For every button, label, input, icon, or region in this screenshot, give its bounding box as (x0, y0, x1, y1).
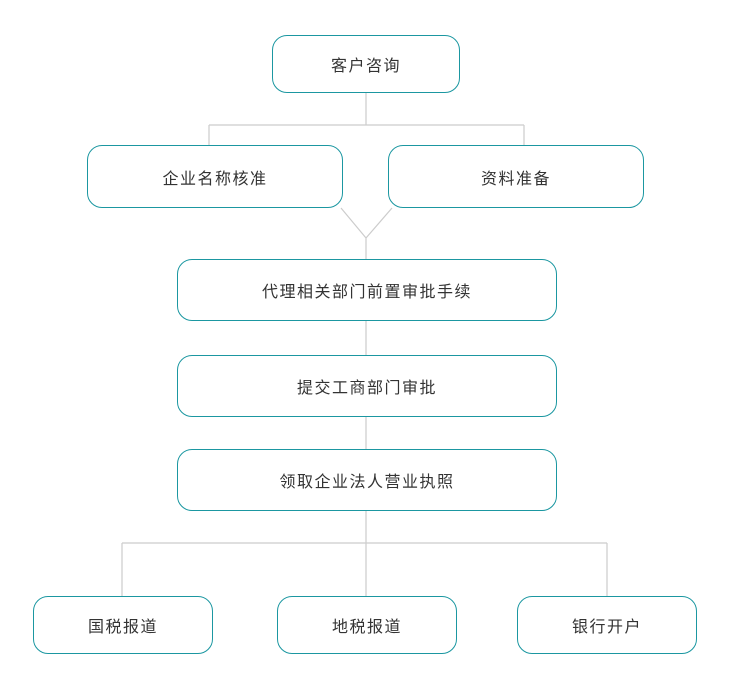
flow-node-label: 国税报道 (87, 619, 158, 636)
flow-node-pre-approval: 代理相关部门前置审批手续 (177, 259, 557, 321)
flow-node-label: 资料准备 (480, 170, 551, 188)
flow-node-materials-prep: 资料准备 (388, 145, 644, 208)
flow-node-label: 地税报道 (331, 619, 402, 636)
flow-node-name-approval: 企业名称核准 (87, 145, 343, 208)
flow-node-label: 领取企业法人营业执照 (279, 474, 455, 491)
flow-node-label: 代理相关部门前置审批手续 (261, 284, 472, 301)
flow-node-local-tax: 地税报道 (277, 596, 457, 654)
flow-node-label: 提交工商部门审批 (296, 380, 437, 397)
flow-node-customer-consult: 客户咨询 (272, 35, 460, 93)
flow-node-get-license: 领取企业法人营业执照 (177, 449, 557, 511)
flow-node-bank-account: 银行开户 (517, 596, 697, 654)
flow-node-label: 银行开户 (571, 619, 642, 636)
flow-node-national-tax: 国税报道 (33, 596, 213, 654)
flow-node-submit-review: 提交工商部门审批 (177, 355, 557, 417)
flow-node-label: 企业名称核准 (162, 170, 268, 188)
flow-node-label: 客户咨询 (330, 58, 401, 75)
